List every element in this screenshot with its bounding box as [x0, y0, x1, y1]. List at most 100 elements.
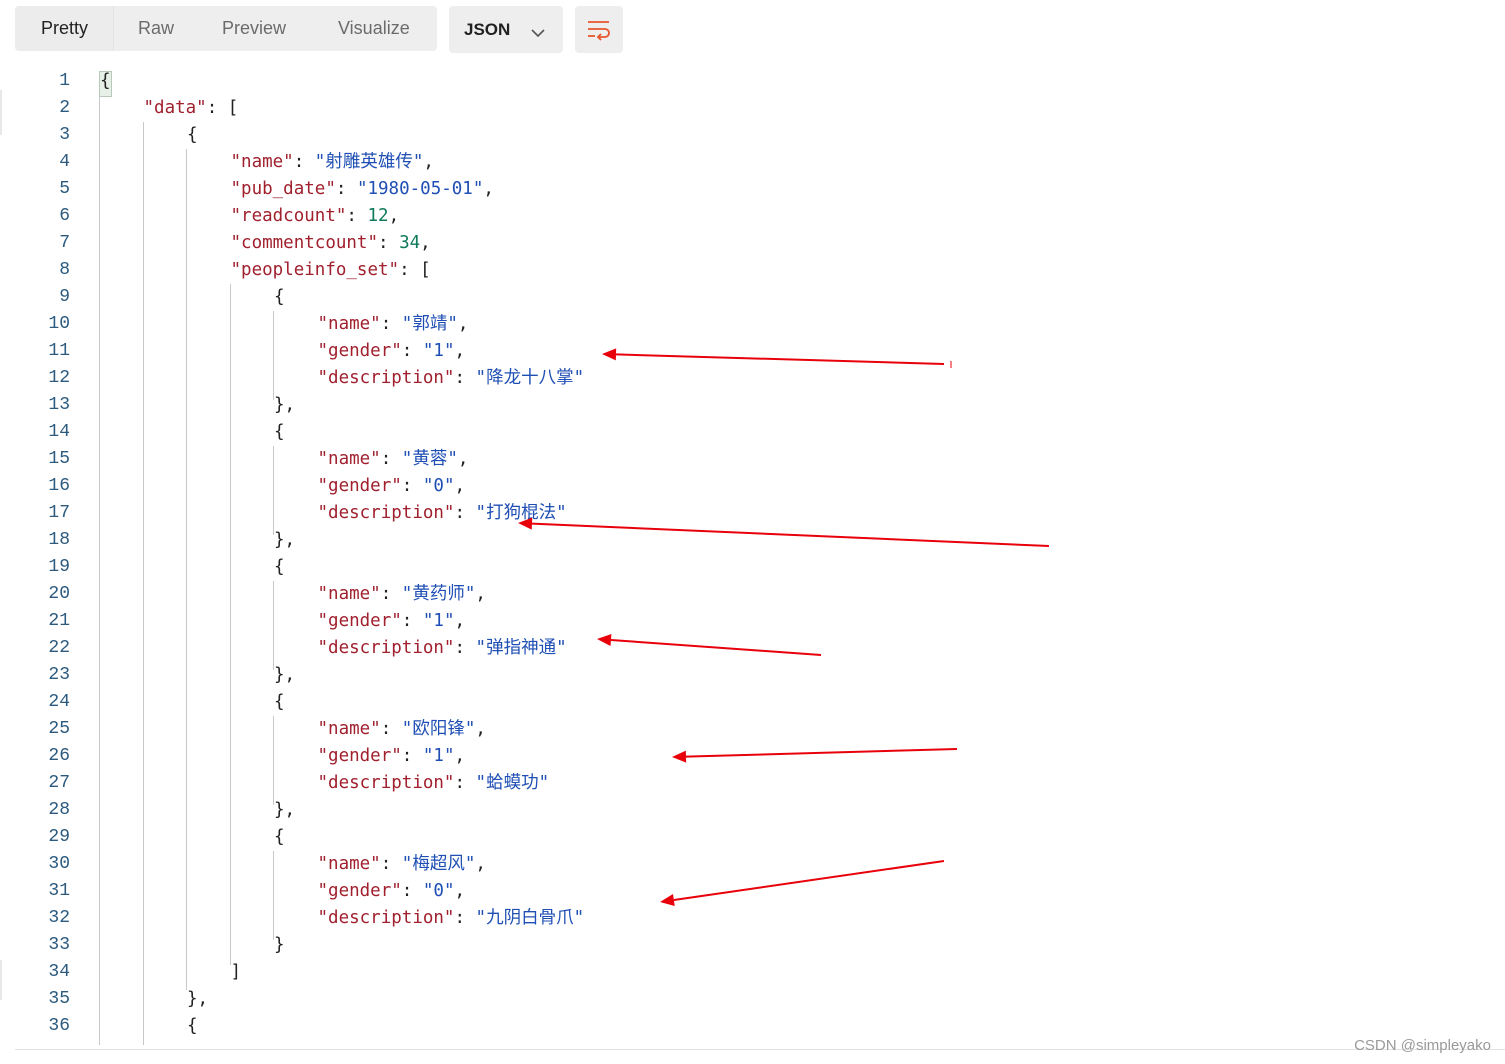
code-line: 4"name": "射雕英雄传", — [0, 149, 1505, 176]
code-text: { — [187, 1013, 198, 1040]
code-text: "name": "黄蓉", — [318, 446, 469, 473]
code-token: "gender" — [317, 746, 402, 766]
watermark: CSDN @simpleyako — [1354, 1037, 1491, 1054]
code-token: }, — [274, 665, 296, 685]
panel-edge — [0, 960, 2, 1000]
tab-visualize[interactable]: Visualize — [338, 18, 410, 38]
code-text: }, — [274, 392, 295, 419]
chevron-down-icon — [531, 23, 545, 42]
code-token: : — [401, 881, 423, 901]
tab-raw[interactable]: Raw — [138, 18, 175, 38]
code-token: }, — [274, 395, 296, 415]
annotation-arrow-line — [610, 638, 822, 656]
code-text: "name": "黄药师", — [318, 581, 486, 608]
line-number: 26 — [48, 746, 70, 766]
line-number: 20 — [48, 584, 70, 604]
code-text: "peopleinfo_set": [ — [231, 257, 431, 284]
code-line: 23}, — [0, 662, 1505, 689]
code-text: "pub_date": "1980-05-01", — [231, 176, 494, 203]
line-number: 32 — [48, 908, 70, 928]
tab-preview[interactable]: Preview — [222, 18, 287, 38]
code-token: "name" — [317, 854, 381, 874]
code-token: { — [187, 125, 198, 145]
annotation-arrow-line — [615, 353, 945, 365]
line-number: 19 — [48, 557, 70, 577]
code-token: , — [457, 449, 469, 469]
code-text: }, — [274, 797, 295, 824]
code-text: { — [274, 824, 285, 851]
code-token: , — [475, 854, 486, 874]
code-token: : — [380, 449, 402, 469]
code-text: { — [274, 419, 285, 446]
code-token: : — [401, 611, 423, 631]
line-number: 7 — [59, 233, 70, 253]
code-line: 9{ — [0, 284, 1505, 311]
code-token: "1980-05-01" — [356, 179, 484, 199]
code-token: "1" — [422, 611, 455, 631]
line-number: 8 — [59, 260, 70, 280]
line-number: 17 — [48, 503, 70, 523]
code-token: "peopleinfo_set" — [230, 260, 400, 280]
code-line: 22"description": "弹指神通" — [0, 635, 1505, 662]
indent-guide — [230, 284, 231, 965]
code-token: } — [274, 935, 285, 955]
code-token: "0" — [422, 881, 455, 901]
code-token: "梅超风" — [401, 854, 476, 874]
code-token: , — [454, 746, 466, 766]
line-number: 27 — [48, 773, 70, 793]
code-text: "description": "蛤蟆功" — [318, 770, 550, 797]
code-token: "name" — [317, 584, 381, 604]
code-line: 35}, — [0, 986, 1505, 1013]
code-token: "name" — [230, 152, 294, 172]
code-line: 25"name": "欧阳锋", — [0, 716, 1505, 743]
format-dropdown[interactable]: JSON — [449, 6, 563, 53]
code-token: { — [274, 692, 285, 712]
code-line: 11"gender": "1", — [0, 338, 1505, 365]
code-token: , — [454, 611, 466, 631]
code-text: "description": "降龙十八掌" — [318, 365, 585, 392]
panel-edge — [0, 90, 2, 135]
code-token: : — [454, 503, 476, 523]
code-token: { — [274, 827, 285, 847]
code-token: "gender" — [317, 611, 402, 631]
code-text: }, — [274, 662, 295, 689]
code-token: , — [475, 719, 486, 739]
code-line: 31 "gender": "0", — [0, 878, 1505, 905]
code-line: 5"pub_date": "1980-05-01", — [0, 176, 1505, 203]
code-text: "description": "打狗棍法" — [318, 500, 567, 527]
code-text: "gender": "0", — [318, 878, 466, 905]
line-number: 21 — [48, 611, 70, 631]
code-text: { — [274, 554, 285, 581]
code-token: "欧阳锋" — [401, 719, 476, 739]
code-token: "name" — [317, 314, 381, 334]
code-text: "data": [ — [144, 95, 239, 122]
line-number: 33 — [48, 935, 70, 955]
line-number: 13 — [48, 395, 70, 415]
code-token: : — [454, 368, 476, 388]
code-token: "蛤蟆功" — [475, 773, 550, 793]
code-line: 16"gender": "0", — [0, 473, 1505, 500]
code-line: 20 "name": "黄药师", — [0, 581, 1505, 608]
code-text: { — [100, 68, 111, 95]
code-token: , — [454, 476, 466, 496]
code-line: 13}, — [0, 392, 1505, 419]
indent-guide — [186, 149, 187, 990]
code-line: 24{ — [0, 689, 1505, 716]
code-token: "gender" — [317, 476, 402, 496]
line-number: 10 — [48, 314, 70, 334]
line-number: 3 — [59, 125, 70, 145]
code-line: 15 "name": "黄蓉", — [0, 446, 1505, 473]
editor-bottom-border — [15, 1049, 1505, 1050]
json-code-editor[interactable]: 1{2"data": [3{4"name": "射雕英雄传",5"pub_dat… — [0, 68, 1505, 1048]
wrap-lines-button[interactable] — [575, 6, 623, 53]
line-number: 6 — [59, 206, 70, 226]
code-token: 12 — [367, 206, 389, 226]
code-token: { — [274, 422, 285, 442]
line-number: 31 — [48, 881, 70, 901]
code-token: , — [454, 341, 466, 361]
indent-guide — [273, 851, 274, 940]
tab-pretty[interactable]: Pretty — [15, 6, 114, 51]
line-number: 15 — [48, 449, 70, 469]
code-text: "gender": "0", — [318, 473, 466, 500]
code-token: , — [388, 206, 400, 226]
